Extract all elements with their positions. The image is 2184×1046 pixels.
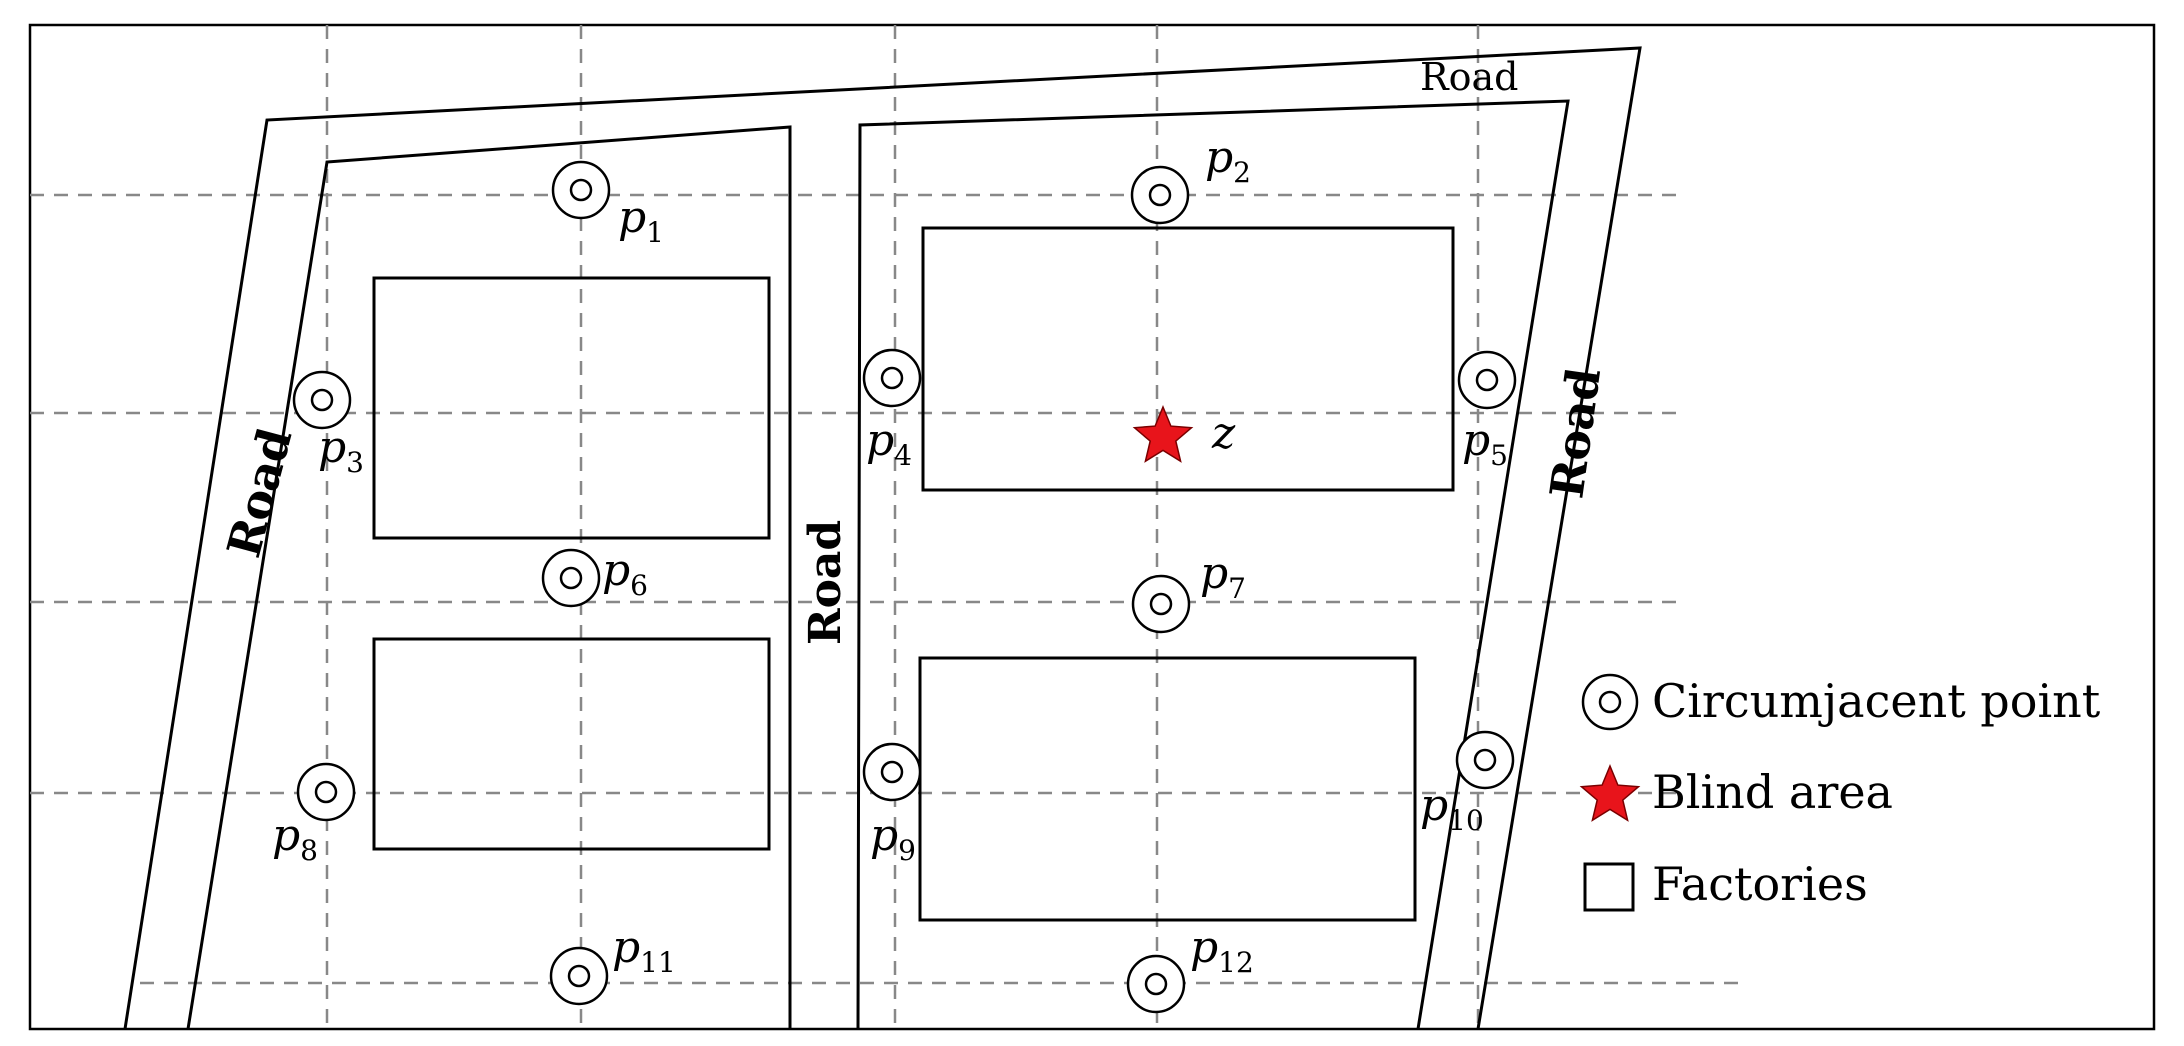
point-marker-p11 <box>549 946 609 1006</box>
point-label-p4: p4 <box>866 415 912 472</box>
point-marker-p3 <box>292 370 352 430</box>
point-marker-p7 <box>1131 574 1191 634</box>
point-marker-p6 <box>541 548 601 608</box>
legend-star-icon <box>1579 764 1641 822</box>
point-label-p6: p6 <box>602 545 648 602</box>
legend-blind-label: Blind area <box>1652 765 1893 819</box>
factory-2 <box>372 637 771 851</box>
road-label-left: Road <box>216 422 302 562</box>
point-marker-p1 <box>551 160 611 220</box>
point-labels: p1 p2 p3 p4 p5 p6 p7 p8 p9 p10 p11 p12 <box>272 132 1508 979</box>
point-marker-p8 <box>296 762 356 822</box>
blind-area-star-icon <box>1132 405 1194 463</box>
point-label-p10: p10 <box>1420 780 1484 837</box>
factory-1 <box>372 276 771 540</box>
point-label-p2: p2 <box>1205 132 1251 189</box>
grid-lines <box>30 25 1740 1029</box>
point-label-p5: p5 <box>1462 415 1508 472</box>
road-label-middle: Road <box>800 520 851 645</box>
point-marker-p10 <box>1455 730 1515 790</box>
point-marker-p2 <box>1130 165 1190 225</box>
road-label-top: Road <box>1420 55 1518 99</box>
point-label-p9: p9 <box>870 810 916 867</box>
point-label-p7: p7 <box>1200 548 1246 605</box>
road-label-right: Road <box>1539 364 1611 501</box>
legend: Circumjacent point Blind area Factories <box>1579 673 2101 912</box>
road-outer-edge <box>123 46 1642 1030</box>
legend-circumjacent-icon <box>1581 673 1639 731</box>
point-label-p3: p3 <box>318 422 364 479</box>
factory-4 <box>918 656 1417 922</box>
point-marker-p4 <box>862 348 922 408</box>
legend-circumjacent-label: Circumjacent point <box>1652 674 2101 728</box>
factory-3 <box>921 226 1455 492</box>
factories <box>372 226 1455 922</box>
point-markers <box>292 160 1517 1014</box>
blind-area-label: z <box>1211 408 1236 459</box>
point-label-p12: p12 <box>1190 922 1254 979</box>
legend-factory-icon <box>1583 862 1635 912</box>
legend-factories-label: Factories <box>1652 857 1868 911</box>
road-left-block-edge <box>186 125 792 1030</box>
point-marker-p12 <box>1126 954 1186 1014</box>
map-frame <box>28 23 2156 1031</box>
point-marker-p9 <box>862 742 922 802</box>
road-right-block-edge <box>856 99 1570 1030</box>
road-outlines <box>123 46 1642 1030</box>
point-label-p1: p1 <box>618 192 664 249</box>
point-marker-p5 <box>1457 350 1517 410</box>
point-label-p8: p8 <box>272 810 318 867</box>
point-label-p11: p11 <box>612 922 676 979</box>
